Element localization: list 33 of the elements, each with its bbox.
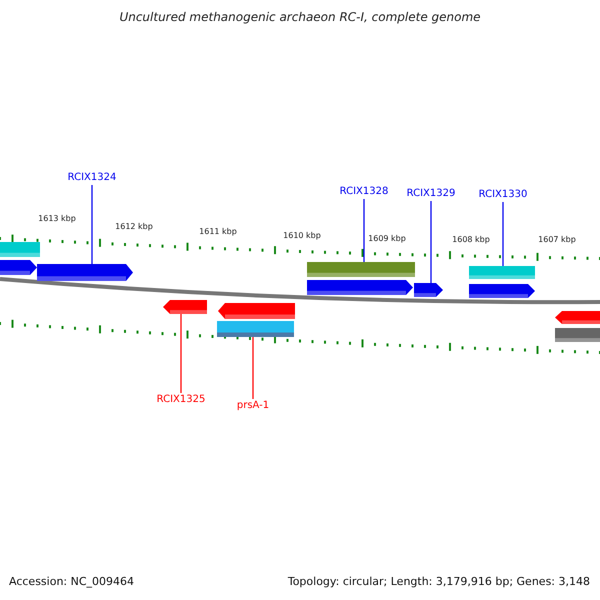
leader-line — [252, 337, 254, 399]
scale-label: 1611 kbp — [199, 227, 237, 237]
scale-label: 1608 kbp — [452, 235, 490, 245]
leader-line — [363, 199, 365, 262]
scale-label: 1610 kbp — [283, 231, 321, 241]
gene-feature — [469, 284, 535, 298]
feature-bar — [217, 321, 294, 337]
gene-feature — [218, 303, 295, 319]
gene-label: prsA-1 — [236, 400, 270, 412]
gene-label: RCIX1324 — [68, 172, 116, 184]
feature-bar — [469, 266, 535, 279]
scale-label: 1612 kbp — [115, 222, 153, 232]
feature-bar — [307, 262, 415, 277]
gene-feature — [555, 311, 600, 324]
gene-feature — [163, 300, 207, 314]
gene-label: RCIX1329 — [406, 188, 456, 200]
gene-feature — [0, 260, 37, 275]
leader-line — [91, 185, 93, 264]
scale-label: 1607 kbp — [538, 235, 576, 245]
accession-text: Accession: NC_009464 — [9, 575, 134, 588]
scale-label: 1609 kbp — [368, 234, 406, 244]
feature-bar — [555, 328, 600, 342]
gene-feature — [414, 283, 443, 297]
title: Uncultured methanogenic archaeon RC-I, complete genome — [118, 10, 482, 24]
scale-label: 1613 kbp — [38, 214, 76, 224]
feature-bar — [0, 242, 40, 257]
gene-label: RCIX1325 — [156, 394, 206, 406]
leader-line — [502, 202, 504, 266]
gene-label: RCIX1328 — [340, 186, 388, 198]
leader-line — [180, 314, 182, 393]
genome-info-text: Topology: circular; Length: 3,179,916 bp; Genes: 3,148 — [288, 575, 590, 588]
gene-label: RCIX1330 — [478, 189, 528, 201]
leader-line — [430, 201, 432, 283]
